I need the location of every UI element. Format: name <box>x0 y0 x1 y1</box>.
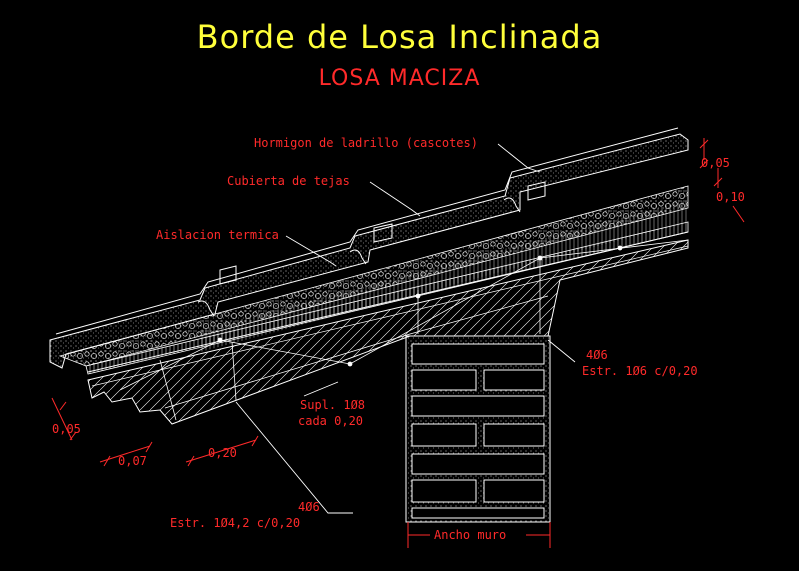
dim-label-010-right: 0,10 <box>716 190 745 204</box>
leader-lines <box>235 143 576 514</box>
label-hormigon: Hormigon de ladrillo (cascotes) <box>254 136 478 150</box>
dim-label-005-left: 0,05 <box>52 422 81 436</box>
label-rebar-right-1: 4Ø6 <box>586 348 608 362</box>
label-supl-1: Supl. 1Ø8 <box>300 398 366 412</box>
dim-label-007: 0,07 <box>118 454 147 468</box>
brick-wall <box>405 335 551 523</box>
dim-label-020: 0,20 <box>208 446 237 460</box>
drawing-title: Borde de Losa Inclinada <box>196 18 603 56</box>
label-rebar-left-2: Estr. 1Ø4,2 c/0,20 <box>170 516 301 530</box>
rubble-concrete-layer <box>58 185 689 367</box>
label-cubierta: Cubierta de tejas <box>227 174 350 188</box>
rebar-lines <box>119 239 689 421</box>
dim-label-005-right: 0,05 <box>701 156 730 170</box>
label-aislacion: Aislacion termica <box>156 228 279 242</box>
label-rebar-right-2: Estr. 1Ø6 c/0,20 <box>582 364 698 378</box>
roof-tiles <box>49 127 689 369</box>
dimension-lines <box>51 138 745 548</box>
label-rebar-left-1: 4Ø6 <box>298 500 320 514</box>
drawing-subtitle: LOSA MACIZA <box>318 66 481 91</box>
label-ancho-muro: Ancho muro <box>434 528 507 542</box>
label-supl-2: cada 0,20 <box>298 414 364 428</box>
